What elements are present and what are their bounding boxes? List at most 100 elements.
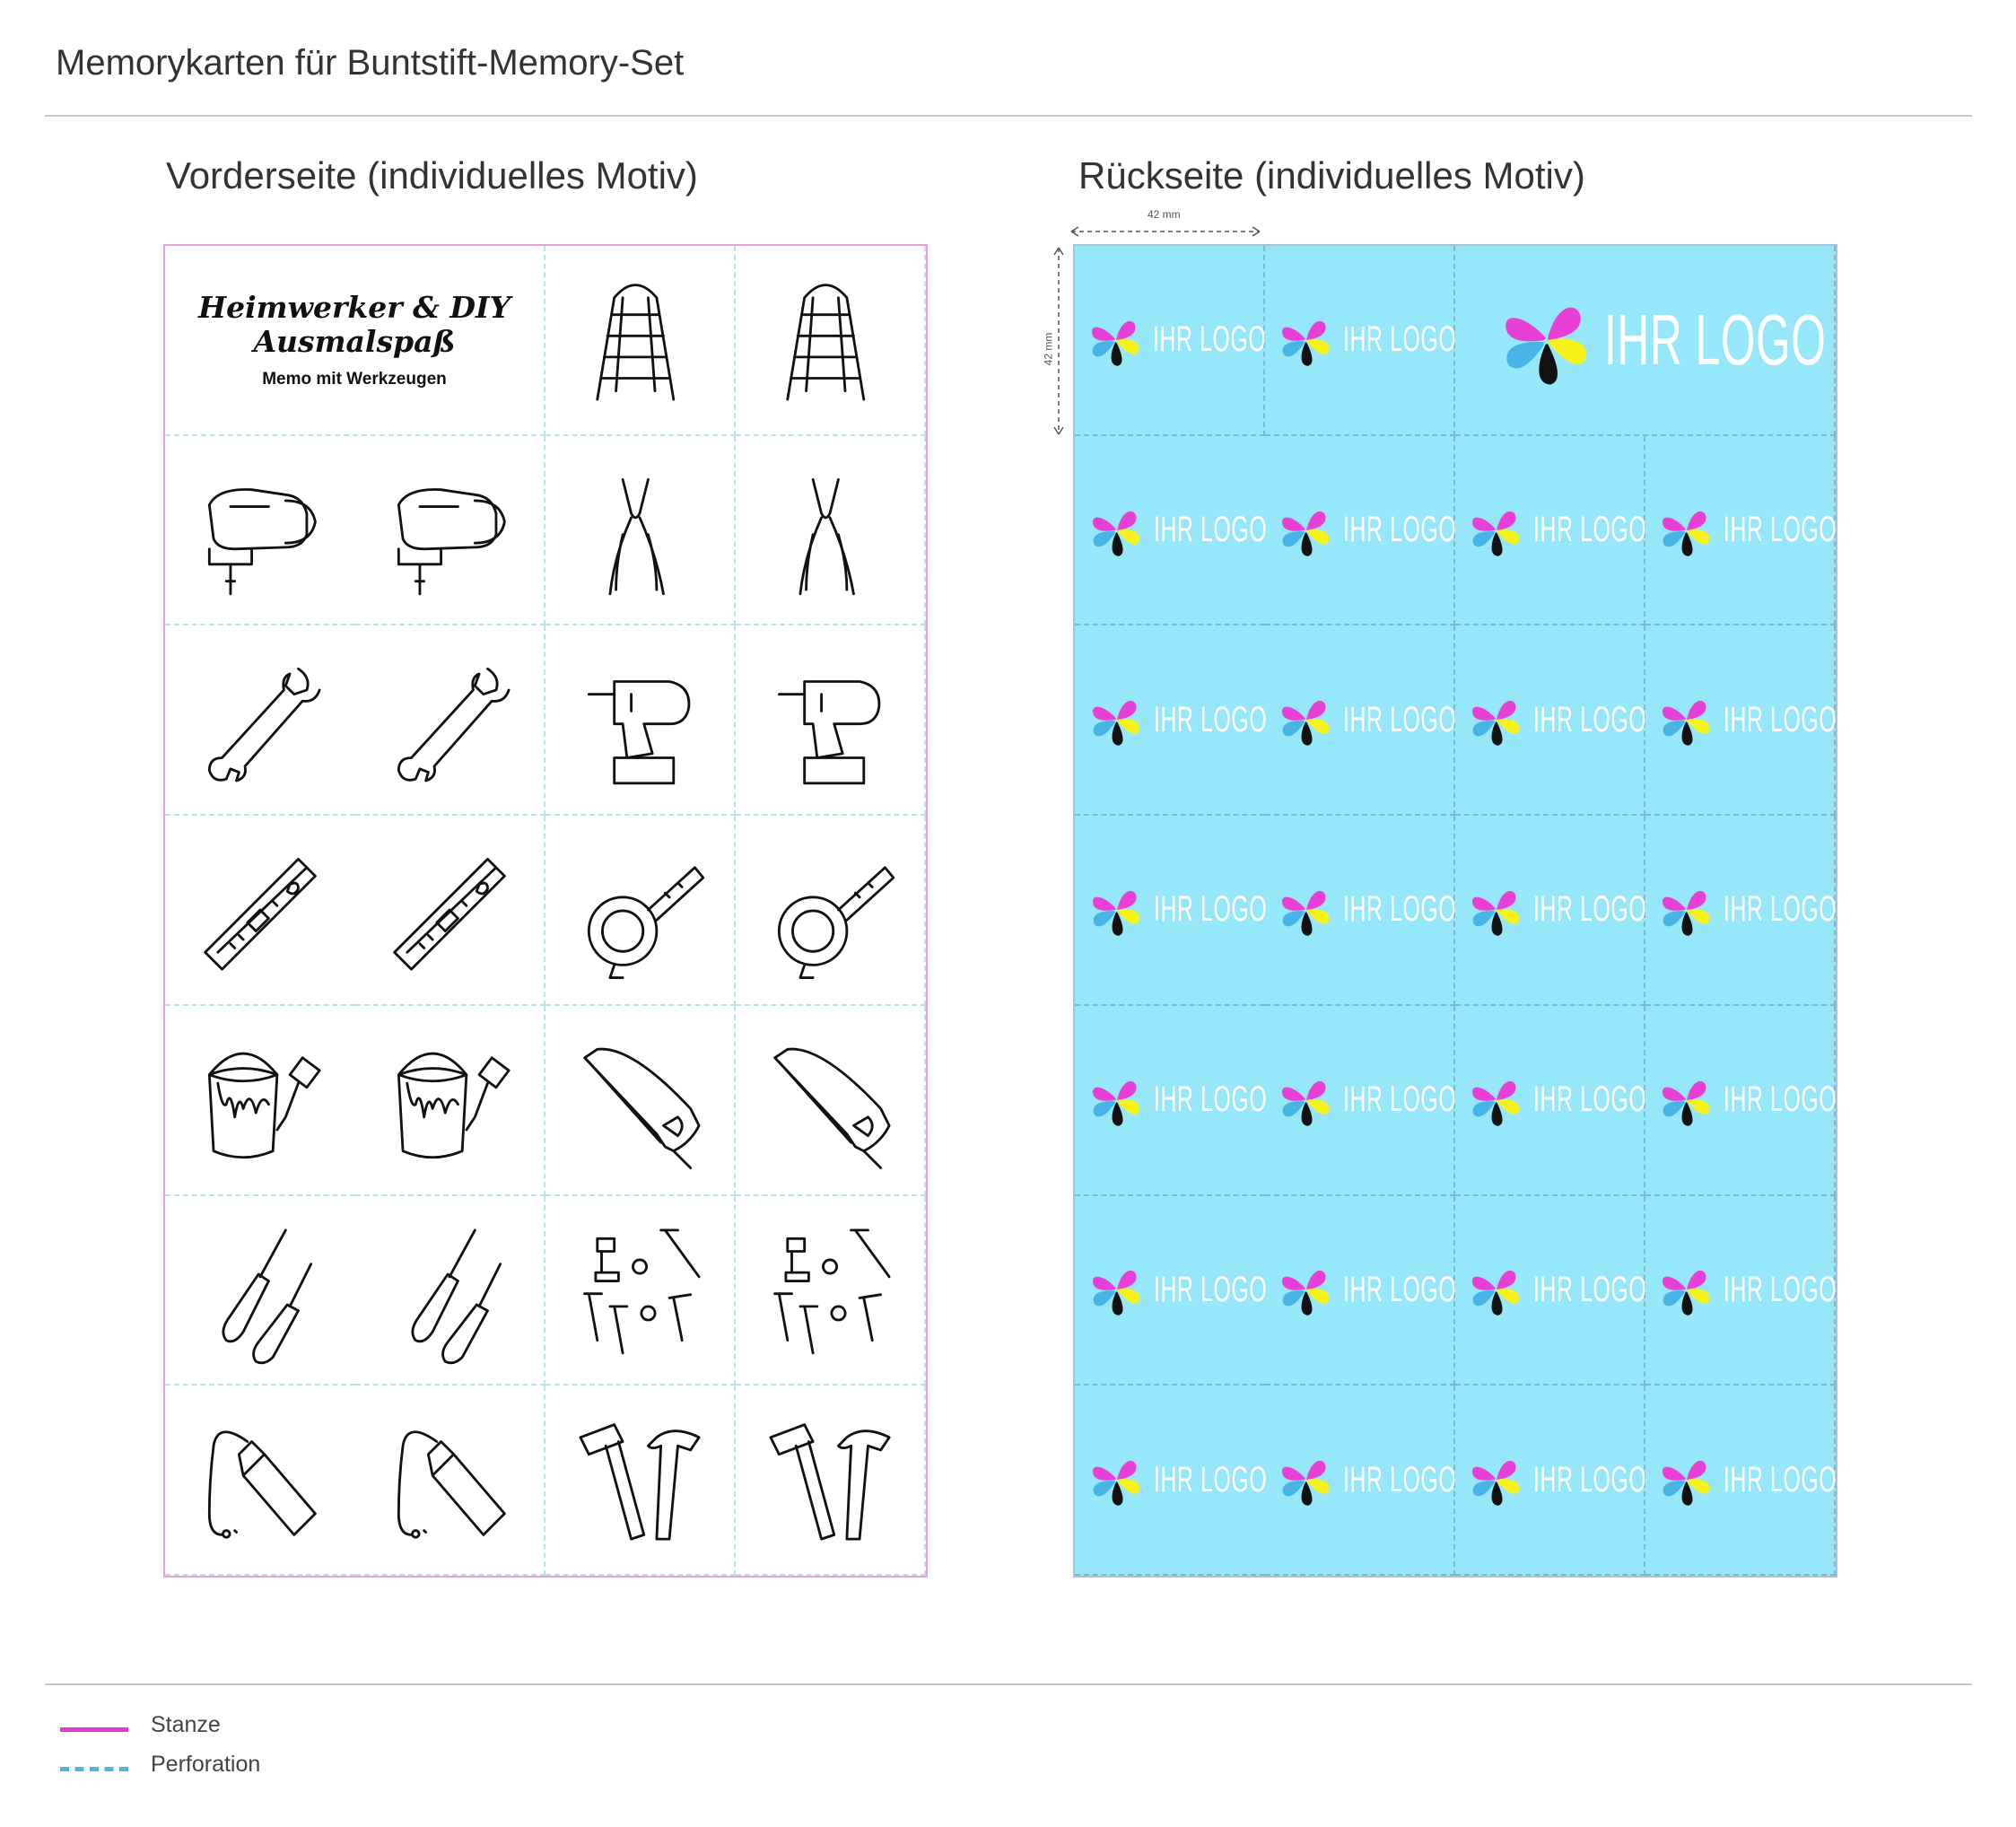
legend-label: Perforation	[151, 1752, 261, 1777]
logo: IHR LOGO	[1087, 1451, 1268, 1508]
front-card	[545, 246, 736, 436]
back-logo-card: IHR LOGO	[1645, 1386, 1837, 1576]
logo: IHR LOGO	[1087, 502, 1268, 559]
clover-logo-icon	[1091, 320, 1139, 366]
jigsaw-icon	[397, 487, 506, 595]
logo-text: IHR LOGO	[1154, 1080, 1268, 1120]
top-divider	[45, 115, 1972, 117]
front-card	[736, 435, 926, 626]
dimension-width-label: 42 mm	[1148, 208, 1181, 221]
clover-logo-icon	[1092, 1080, 1140, 1126]
logo: IHR LOGO	[1087, 691, 1267, 748]
title-card: Heimwerker & DIY Ausmalspaß Memo mit Wer…	[165, 246, 545, 436]
front-card	[736, 1005, 926, 1196]
glue-tube-icon	[207, 1430, 317, 1539]
level-icon	[204, 857, 317, 971]
tape-measure-icon	[777, 866, 895, 979]
logo: IHR LOGO	[1277, 881, 1457, 939]
screws-nuts-icon	[773, 1228, 891, 1355]
logo: IHR LOGO	[1657, 691, 1837, 748]
logo: IHR LOGO	[1087, 311, 1267, 369]
back-logo-card: IHR LOGO	[1455, 625, 1647, 817]
logo-text: IHR LOGO	[1533, 1459, 1647, 1499]
clover-logo-icon	[1281, 1080, 1330, 1126]
clover-logo-icon	[1092, 511, 1140, 556]
back-logo-card: IHR LOGO	[1455, 435, 1647, 626]
clover-logo-icon	[1281, 890, 1330, 936]
logo-text: IHR LOGO	[1724, 1459, 1837, 1499]
clover-logo-icon	[1471, 1080, 1520, 1126]
front-card-grid: Heimwerker & DIY Ausmalspaß Memo mit Wer…	[165, 246, 926, 1576]
logo-text: IHR LOGO	[1724, 699, 1837, 739]
wrench-icon	[207, 668, 321, 782]
back-sheet: IHR LOGO IHR LOGO IHR LOGO IHR LOGO IHR …	[1073, 244, 1837, 1578]
drill-icon	[777, 680, 881, 785]
back-logo-card: IHR LOGO	[1455, 1386, 1647, 1576]
logo: IHR LOGO	[1277, 502, 1457, 559]
back-logo-card: IHR LOGO	[1455, 1005, 1646, 1196]
paint-bucket-icon	[207, 1052, 321, 1158]
dimension-width-arrow	[1070, 226, 1261, 237]
logo: IHR LOGO	[1467, 1451, 1647, 1508]
back-heading: Rückseite (individuelles Motiv)	[1078, 154, 1585, 197]
bottom-divider	[45, 1683, 1972, 1685]
jigsaw-icon	[207, 487, 317, 595]
back-logo-card: IHR LOGO	[1265, 816, 1457, 1006]
logo-text: IHR LOGO	[1724, 889, 1837, 930]
logo-text: IHR LOGO	[1154, 1459, 1268, 1499]
back-logo-card: IHR LOGO	[1265, 246, 1457, 436]
logo: IHR LOGO	[1087, 1071, 1268, 1129]
clover-logo-icon	[1662, 1271, 1710, 1316]
front-card	[736, 816, 926, 1006]
logo: IHR LOGO	[1277, 1071, 1456, 1129]
level-icon	[393, 857, 506, 971]
front-card	[545, 1195, 736, 1386]
clover-logo-icon	[1662, 511, 1710, 556]
front-card	[165, 436, 355, 626]
logo: IHR LOGO	[1467, 691, 1647, 748]
title-card-subtitle: Memo mit Werkzeugen	[262, 369, 447, 389]
logo-text: IHR LOGO	[1724, 510, 1837, 550]
logo: IHR LOGO	[1277, 691, 1456, 748]
logo-text: IHR LOGO	[1533, 510, 1647, 550]
logo-text: IHR LOGO	[1533, 889, 1647, 930]
logo-text: IHR LOGO	[1533, 699, 1647, 739]
logo: IHR LOGO	[1467, 1071, 1646, 1129]
hammer-icon	[769, 1423, 891, 1541]
pliers-icon	[608, 477, 665, 595]
back-card-grid: IHR LOGO IHR LOGO IHR LOGO IHR LOGO IHR …	[1075, 246, 1837, 1576]
screwdrivers-icon	[411, 1228, 502, 1365]
front-card	[545, 625, 736, 817]
logo-text: IHR LOGO	[1724, 1269, 1837, 1309]
back-logo-card: IHR LOGO	[1075, 1196, 1267, 1386]
clover-logo-icon	[1471, 1460, 1520, 1506]
logo-text: IHR LOGO	[1154, 510, 1268, 550]
front-card	[736, 246, 926, 436]
back-logo-card: IHR LOGO	[1645, 1195, 1837, 1386]
logo: IHR LOGO	[1657, 1261, 1837, 1318]
logo: IHR LOGO	[1087, 1261, 1267, 1318]
logo-text: IHR LOGO	[1153, 319, 1267, 360]
front-card	[545, 1386, 736, 1576]
front-card	[355, 1386, 545, 1576]
logo-text: IHR LOGO	[1343, 1269, 1457, 1309]
logo-text: IHR LOGO	[1343, 889, 1457, 930]
logo-text: IHR LOGO	[1154, 889, 1268, 930]
back-logo-card: IHR LOGO	[1645, 625, 1837, 817]
front-card	[545, 816, 736, 1006]
logo: IHR LOGO	[1277, 1451, 1456, 1508]
front-card	[355, 435, 545, 626]
clover-logo-icon	[1471, 890, 1520, 936]
clover-logo-icon	[1092, 1271, 1140, 1316]
front-card	[165, 1196, 355, 1386]
front-card	[736, 1386, 926, 1576]
pliers-icon	[799, 477, 855, 595]
logo-text: IHR LOGO	[1343, 510, 1457, 550]
logo-text: IHR LOGO	[1724, 1080, 1837, 1120]
logo: IHR LOGO	[1657, 1451, 1837, 1508]
logo: IHR LOGO	[1467, 881, 1647, 939]
logo-text: IHR LOGO	[1343, 319, 1457, 360]
clover-logo-icon	[1281, 701, 1330, 747]
logo: IHR LOGO	[1467, 502, 1647, 559]
front-card	[736, 625, 926, 817]
